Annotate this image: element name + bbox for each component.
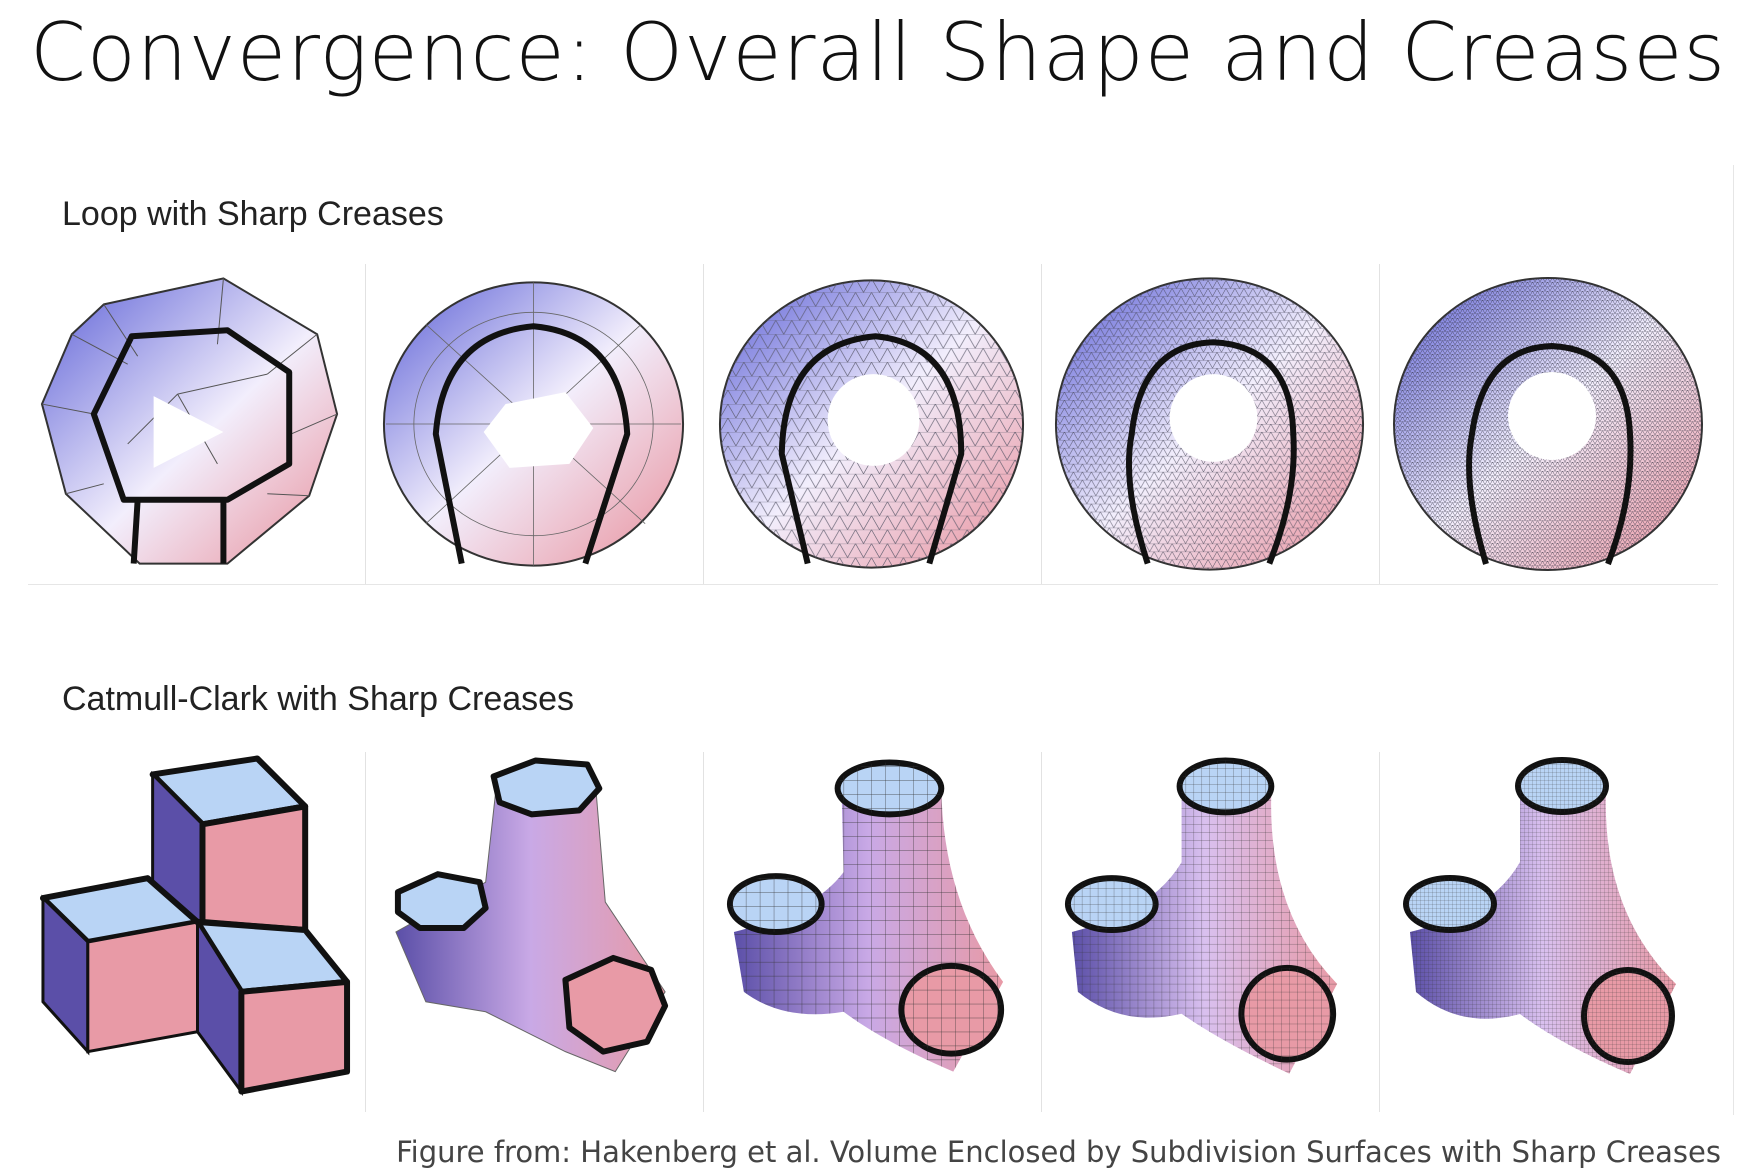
catmull-mesh-level-1	[394, 757, 669, 1073]
catmull-mesh-level-0	[39, 755, 351, 1097]
loop-panel-level-1	[366, 264, 704, 584]
catmull-panel-level-3	[1042, 752, 1380, 1112]
catmull-panel-level-2	[704, 752, 1042, 1112]
catmull-panel-level-4	[1380, 752, 1718, 1112]
catmull-mesh-level-2	[726, 759, 1005, 1072]
loop-mesh-level-3	[1054, 277, 1365, 571]
loop-panel-level-2	[704, 264, 1042, 584]
catmull-row	[28, 752, 1718, 1112]
slide-title: Convergence: Overall Shape and Creases	[30, 6, 1727, 99]
loop-panel-level-0	[28, 264, 366, 584]
loop-mesh-level-4	[1393, 277, 1703, 571]
catmull-mesh-level-3	[1064, 757, 1338, 1074]
loop-mesh-level-1	[382, 281, 685, 567]
loop-row	[28, 264, 1718, 585]
catmull-panel-level-0	[28, 752, 366, 1112]
loop-panel-level-4	[1380, 264, 1718, 584]
catmull-panel-level-1	[366, 752, 704, 1112]
loop-panel-level-3	[1042, 264, 1380, 584]
figure-caption: Figure from: Hakenberg et al. Volume Enc…	[396, 1135, 1721, 1169]
loop-mesh-level-0	[40, 277, 339, 565]
figure	[28, 165, 1734, 1115]
catmull-mesh-level-4	[1403, 757, 1676, 1074]
loop-row-label: Loop with Sharp Creases	[62, 195, 444, 233]
catmull-row-label: Catmull-Clark with Sharp Creases	[62, 680, 575, 718]
loop-mesh-level-2	[718, 279, 1025, 569]
